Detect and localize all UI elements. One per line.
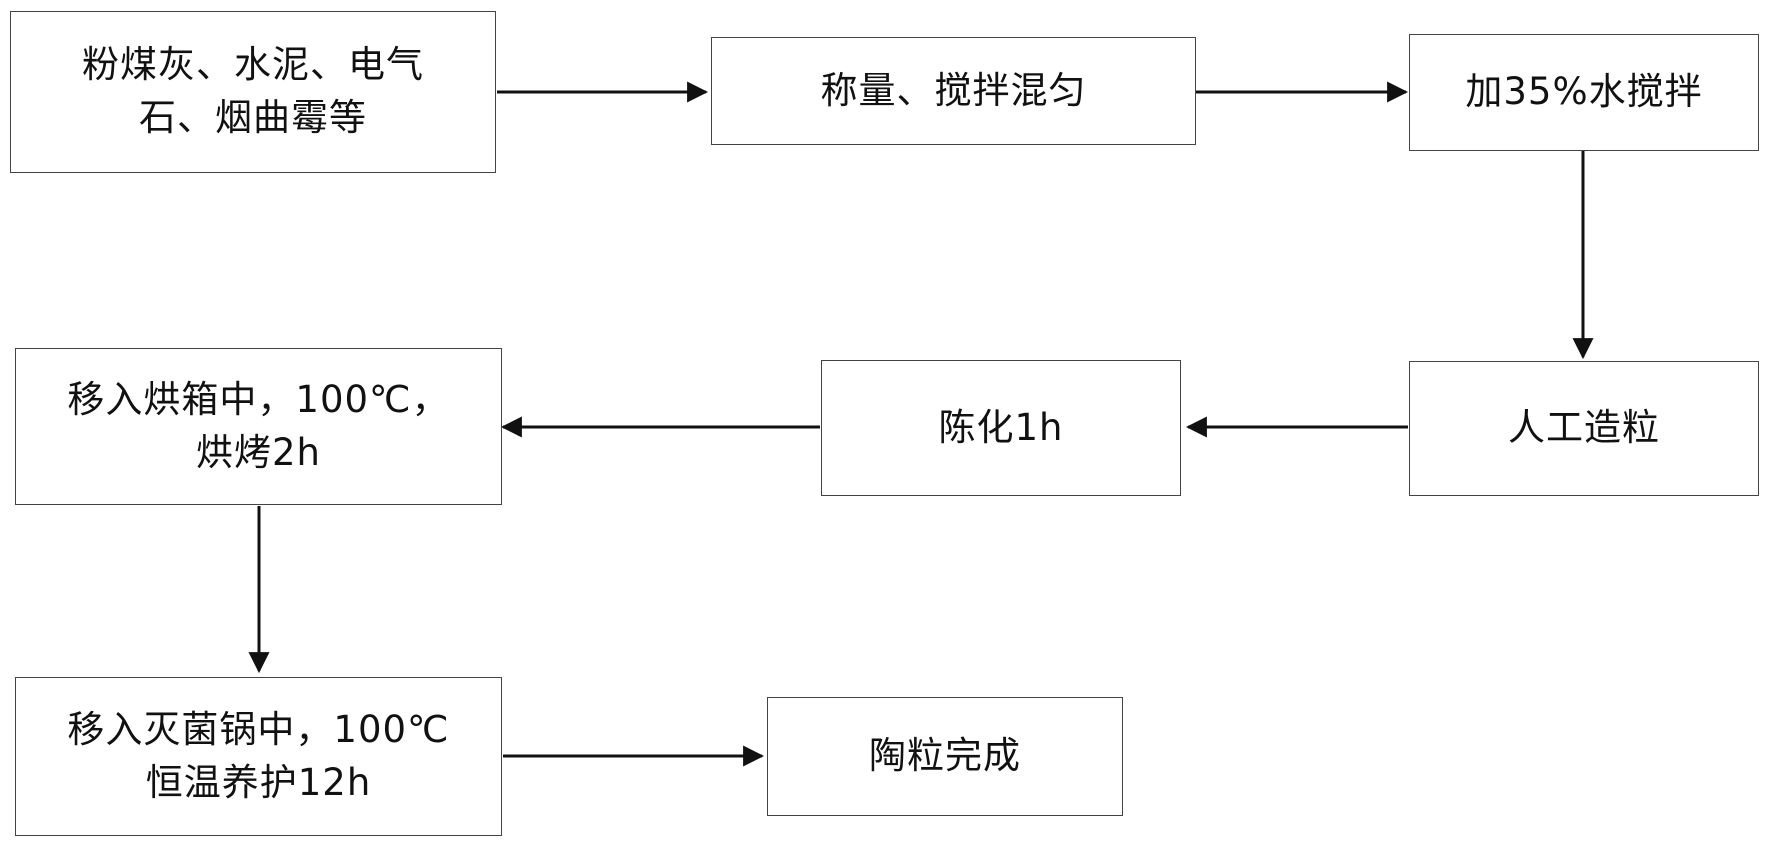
node-add-water: 加35%水搅拌 bbox=[1409, 34, 1759, 151]
node-aging: 陈化1h bbox=[821, 360, 1181, 496]
node-weigh-mix: 称量、搅拌混匀 bbox=[711, 37, 1196, 145]
node-label: 陈化1h bbox=[938, 405, 1064, 449]
node-raw-materials: 粉煤灰、水泥、电气 石、烟曲霉等 bbox=[10, 11, 496, 173]
node-granulate: 人工造粒 bbox=[1409, 361, 1759, 496]
node-label: 陶粒完成 bbox=[869, 734, 1021, 778]
node-oven-dry: 移入烘箱中，100℃， 烘烤2h bbox=[15, 348, 502, 505]
node-label: 移入烘箱中，100℃， 烘烤2h bbox=[67, 377, 450, 474]
node-done: 陶粒完成 bbox=[767, 697, 1123, 816]
node-label: 人工造粒 bbox=[1508, 406, 1660, 450]
node-label: 称量、搅拌混匀 bbox=[820, 68, 1087, 112]
node-sterilize: 移入灭菌锅中，100℃ 恒温养护12h bbox=[15, 677, 502, 836]
node-label: 移入灭菌锅中，100℃ 恒温养护12h bbox=[67, 707, 450, 804]
node-label: 加35%水搅拌 bbox=[1465, 70, 1703, 114]
node-label: 粉煤灰、水泥、电气 石、烟曲霉等 bbox=[82, 43, 424, 139]
